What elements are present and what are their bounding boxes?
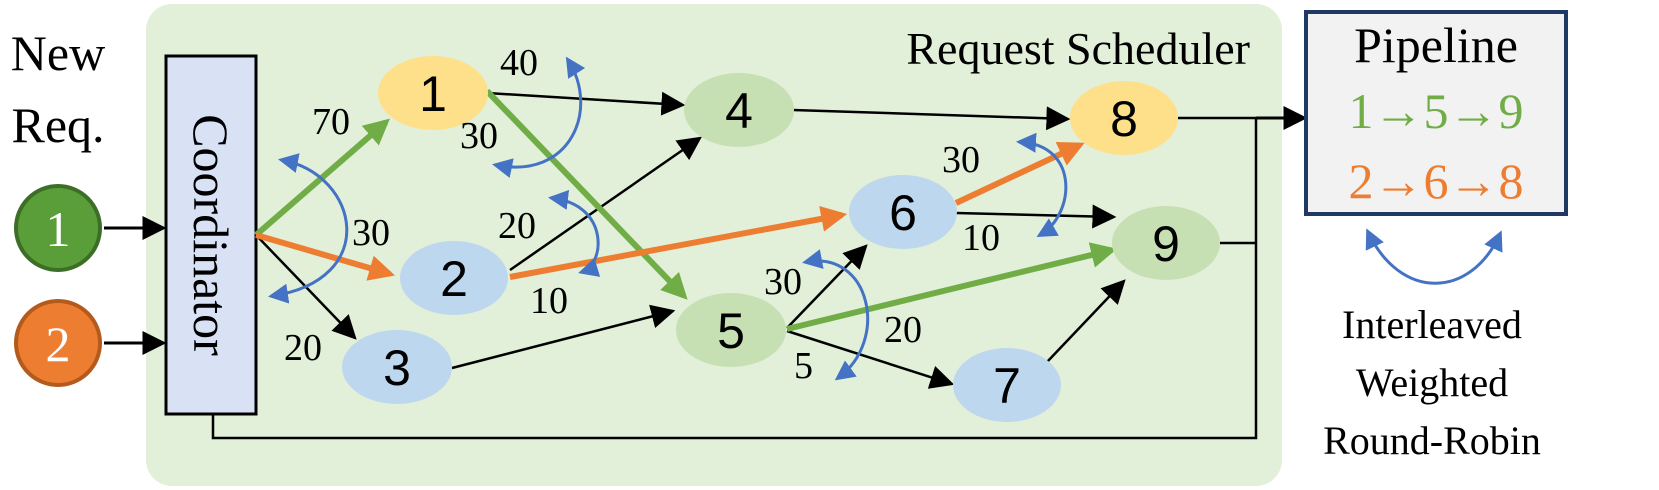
pipeline-sequence-orange: 2→6→8 (1349, 153, 1524, 209)
weight-6-8: 30 (942, 139, 980, 181)
node-8: 8 (1070, 81, 1178, 155)
pipeline-box (1304, 10, 1568, 216)
edge-2-4 (509, 136, 702, 272)
node-5: 5 (676, 293, 786, 367)
node-6: 6 (849, 175, 957, 249)
scheduler-title: Request Scheduler (906, 23, 1250, 74)
request-1-circle (14, 184, 102, 272)
rr-arc-node5 (802, 249, 870, 381)
coordinator-label: Coordinator (183, 114, 239, 356)
edge-weights: 70 30 20 40 30 20 10 30 20 5 30 10 (284, 42, 1000, 387)
node-4: 4 (684, 73, 794, 147)
new-req-label-line2: Req. (11, 97, 104, 153)
node-2: 2 (400, 241, 508, 315)
request-2-label: 2 (46, 316, 71, 372)
weight-2-6: 10 (530, 280, 568, 322)
rr-arc-node6 (1016, 132, 1068, 237)
node-2-label: 2 (440, 251, 468, 307)
weight-5-9: 20 (884, 309, 922, 351)
weight-2-4: 20 (498, 205, 536, 247)
node-1-label: 1 (419, 66, 447, 122)
coordinator-box (164, 54, 258, 416)
rr-arc-node2 (548, 190, 601, 277)
request-2-circle (14, 299, 102, 387)
node-3: 3 (342, 330, 452, 404)
weight-c-2: 30 (352, 212, 390, 254)
node-9-label: 9 (1152, 216, 1180, 272)
node-7-label: 7 (993, 358, 1021, 414)
node-6-label: 6 (889, 185, 917, 241)
weight-5-6: 30 (764, 261, 802, 303)
weight-1-4: 40 (500, 42, 538, 84)
iwrr-label-line1: Interleaved (1342, 302, 1522, 347)
iwrr-label-line2: Weighted (1356, 360, 1508, 405)
rr-arc-node1 (492, 56, 586, 178)
request-1-label: 1 (46, 201, 71, 257)
weight-c-1: 70 (312, 101, 350, 143)
pipeline-title: Pipeline (1354, 17, 1518, 73)
weight-c-3: 20 (284, 327, 322, 369)
edge-7-9 (1046, 279, 1126, 363)
node-9: 9 (1112, 206, 1220, 280)
rr-arc-pipeline (1365, 228, 1503, 285)
edge-4-8 (792, 106, 1071, 131)
node-8-label: 8 (1110, 91, 1138, 147)
node-4-label: 4 (725, 83, 753, 139)
iwrr-label-line3: Round-Robin (1323, 418, 1541, 463)
new-req-label-line1: New (11, 25, 105, 81)
node-1: 1 (378, 56, 488, 130)
feedback-line (211, 116, 1258, 440)
node-5-label: 5 (717, 303, 745, 359)
pipeline-sequence-green: 1→5→9 (1349, 83, 1524, 139)
weight-6-9: 10 (962, 217, 1000, 259)
node-7: 7 (953, 348, 1061, 422)
edge-3-5 (451, 304, 676, 370)
weight-1-5: 30 (460, 115, 498, 157)
node-3-label: 3 (383, 340, 411, 396)
rr-arc-coordinator (268, 153, 349, 304)
scheduler-panel (146, 4, 1282, 486)
weight-5-7: 5 (794, 345, 813, 387)
rr-arcs (268, 56, 1503, 381)
